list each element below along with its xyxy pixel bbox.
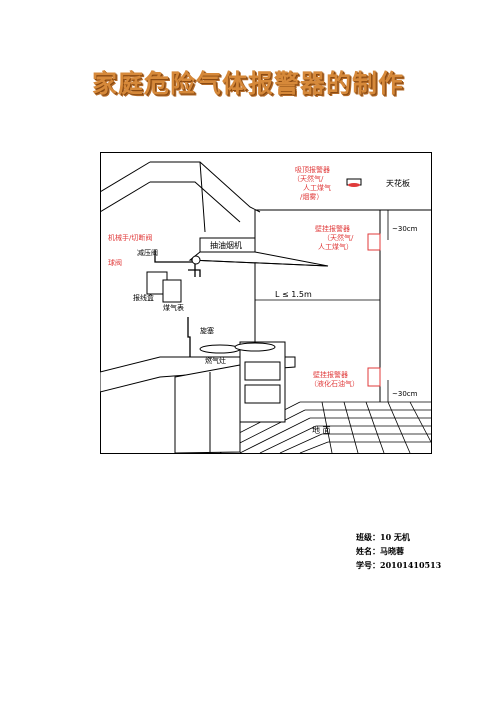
wall-alarm-upper-label-1: 壁挂报警器 [315, 224, 350, 233]
pressure-reducer [191, 255, 201, 265]
student-id-info: 学号：20101410513 [356, 560, 442, 570]
ceiling-label: 天花板 [386, 178, 410, 188]
alarm-box-label: 报线盒 [133, 293, 154, 302]
wall-alarm-lower-device [367, 367, 381, 387]
range-hood [188, 237, 329, 267]
wall-alarm-lower-label-1: 壁挂报警器 [313, 370, 348, 379]
kitchen-counter [100, 341, 296, 454]
document-title: 家庭危险气体报警器的制作 [91, 69, 404, 98]
pressure-reducer-label: 减压阀 [137, 248, 158, 257]
gas-alarm-installation-diagram: 吸顶报警器 （天然气/ 人工煤气 /烟雾） 天花板 壁挂报警器 （天然气/ 人工… [100, 152, 432, 454]
wall-alarm-upper-device [367, 233, 381, 251]
name-info: 姓名：马晓蓉 [356, 546, 404, 556]
cock-label: 旋塞 [200, 326, 214, 335]
gas-stove [199, 342, 276, 354]
ceiling-alarm-label-2: （天然气/ [293, 174, 324, 183]
distance-horizontal-label: L ≤ 1.5m [275, 290, 312, 299]
distance-markers [255, 210, 389, 402]
ceiling-alarm-device [346, 178, 362, 187]
ceiling-alarm-label-4: /烟雾） [300, 192, 323, 201]
ceiling-alarm-label-3: 人工煤气 [303, 183, 331, 192]
wall-alarm-upper-label-3: 人工煤气） [318, 242, 353, 251]
wall-alarm-lower-label-2: （液化石油气） [310, 379, 359, 388]
valve-label: 球阀 [108, 258, 122, 267]
gas-meter [162, 279, 182, 303]
wall-alarm-upper-label-2: （天然气/ [323, 233, 354, 242]
floor-label: 地 面 [312, 425, 331, 435]
manipulator-label: 机械手/切断阀 [108, 233, 152, 242]
class-info: 班级：10 无机 [356, 532, 410, 542]
distance-top-label: ~30cm [392, 225, 418, 233]
ceiling-alarm-label-1: 吸顶报警器 [295, 165, 330, 174]
distance-bottom-label: ~30cm [392, 390, 418, 398]
range-hood-label: 抽油烟机 [210, 240, 242, 250]
gas-meter-label: 煤气表 [163, 303, 184, 312]
gas-stove-label: 燃气灶 [205, 356, 226, 365]
